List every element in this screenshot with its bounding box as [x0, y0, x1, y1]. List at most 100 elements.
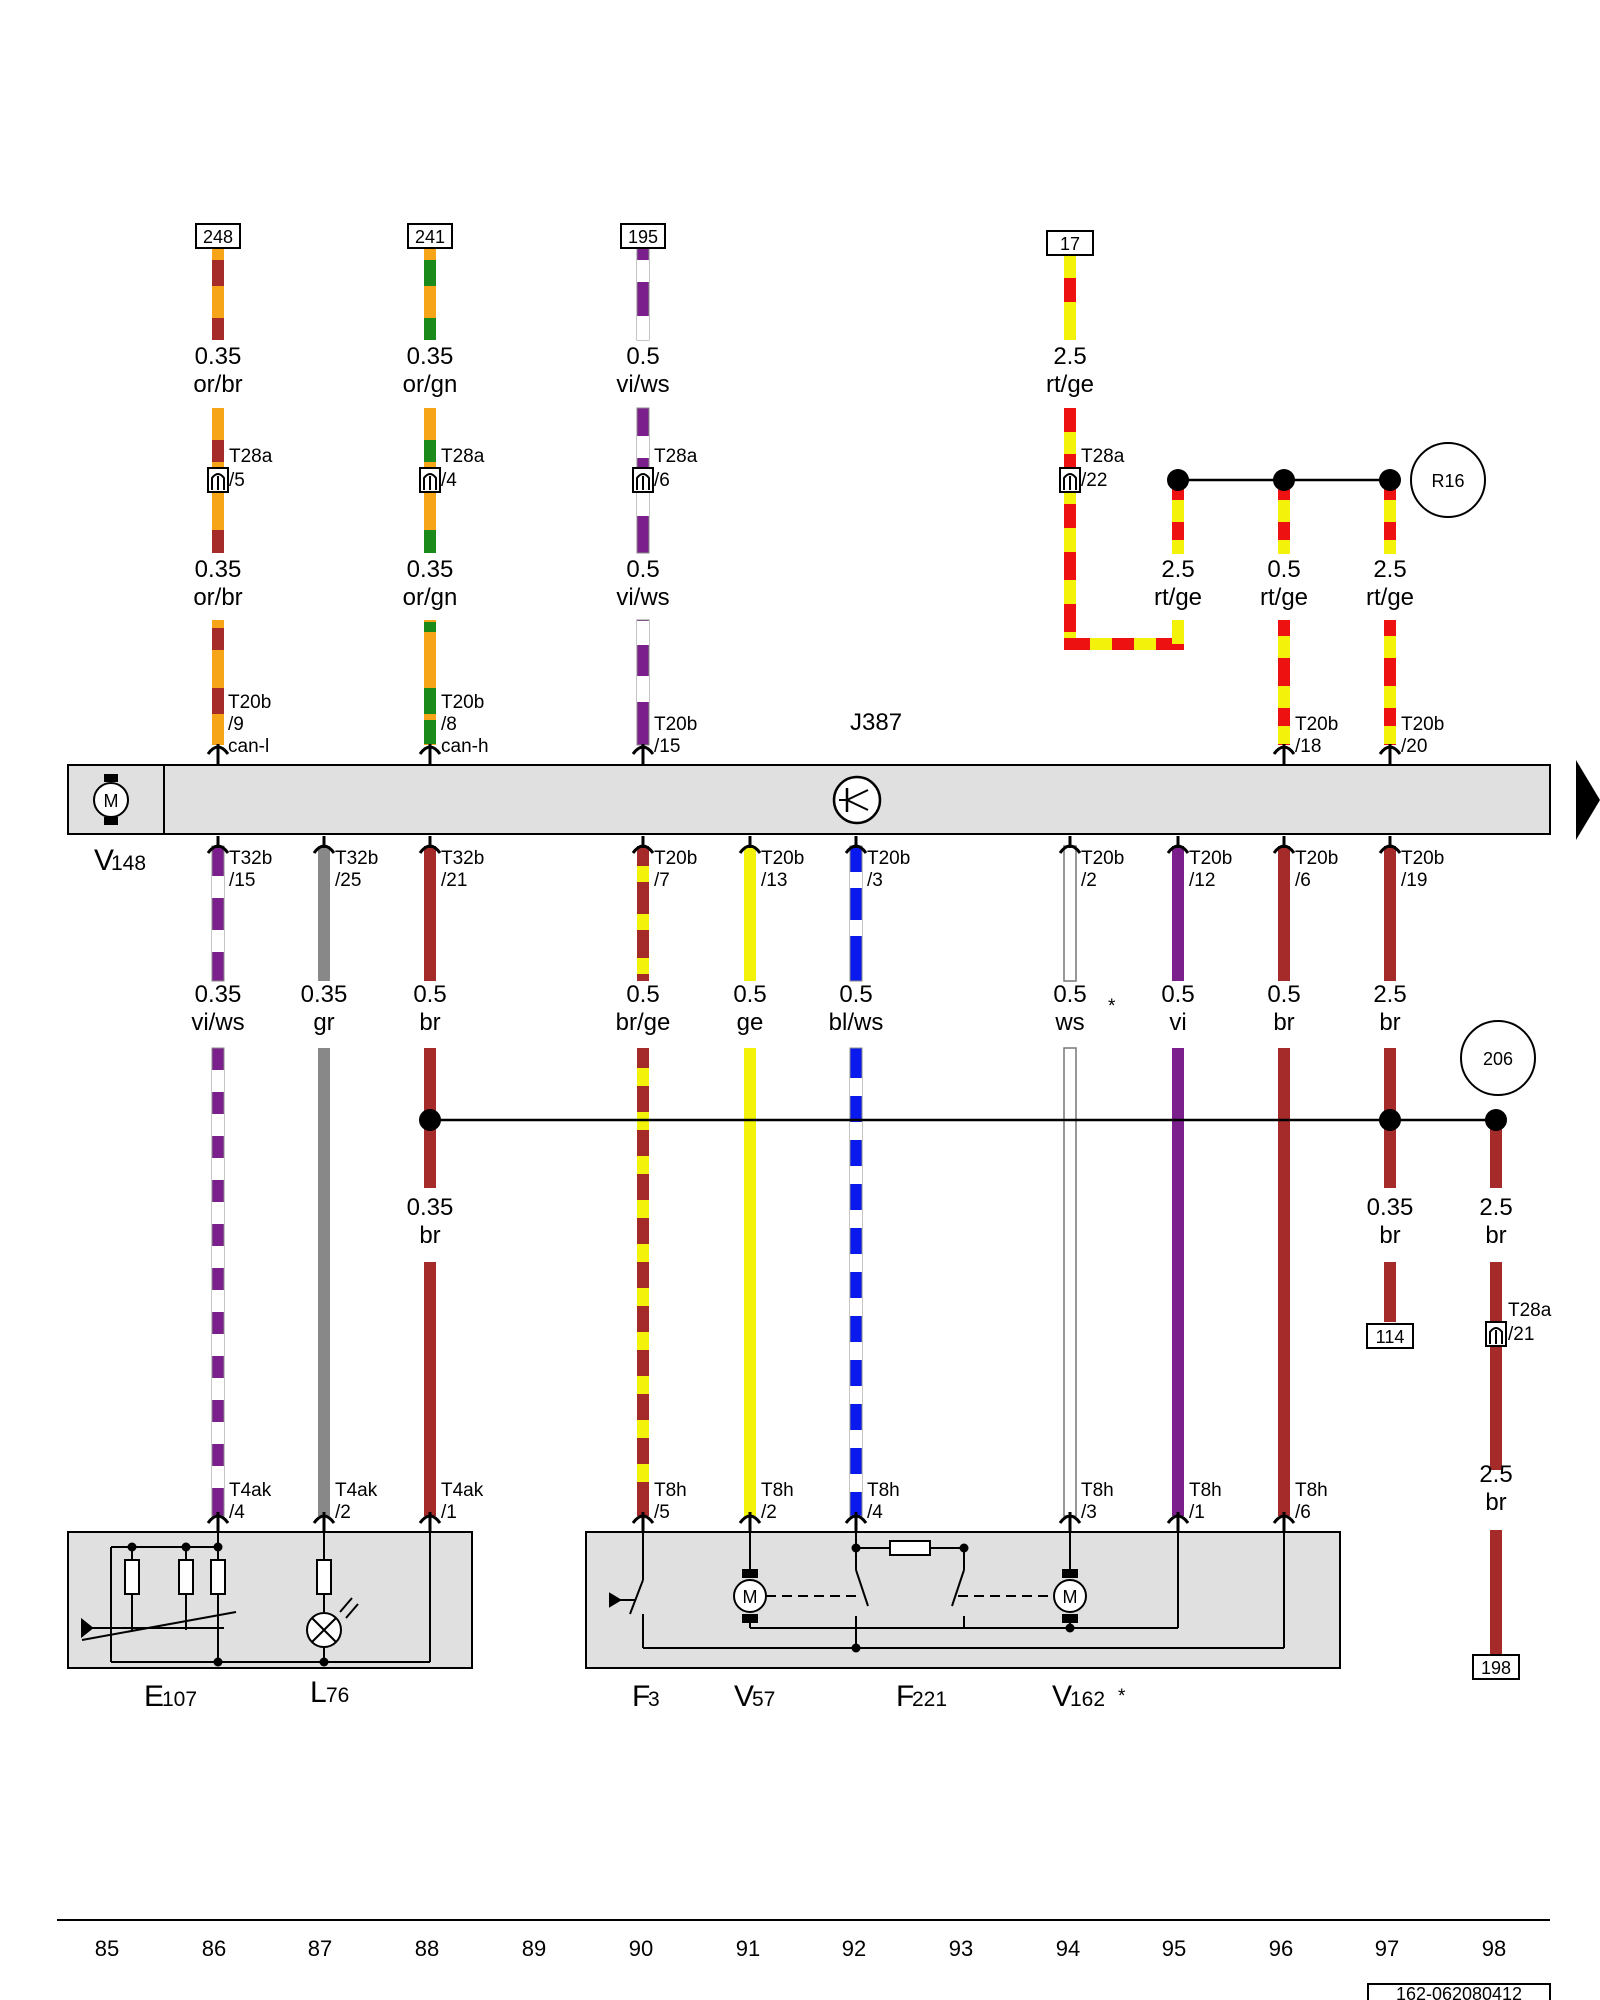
svg-text:0.5: 0.5 [1267, 981, 1300, 1008]
svg-text:0.5: 0.5 [626, 343, 659, 370]
svg-text:br/ge: br/ge [616, 1009, 671, 1036]
svg-text:/6: /6 [1295, 870, 1311, 891]
svg-text:86: 86 [202, 1936, 226, 1961]
svg-text:rt/ge: rt/ge [1154, 584, 1202, 611]
svg-text:3: 3 [648, 1688, 660, 1711]
svg-text:/13: /13 [761, 870, 787, 891]
junction-dot [959, 1543, 969, 1553]
wire-c91-lower [744, 846, 756, 1516]
ref-box-17: 17 [1046, 230, 1094, 256]
svg-text:0.35: 0.35 [195, 556, 242, 583]
wire-c94-lower [1063, 845, 1077, 1517]
svg-text:T8h: T8h [1081, 1480, 1114, 1501]
svg-text:T32b: T32b [335, 848, 378, 869]
wire-r16-branch-2 [1278, 480, 1290, 745]
junction-dot [1379, 1109, 1401, 1131]
svg-text:T28a: T28a [229, 446, 273, 467]
top-pin-connectors: T20b /9 can-l T20b /8 can-h T20b /15 T20… [206, 692, 1444, 764]
svg-text:0.35: 0.35 [407, 343, 454, 370]
svg-text:/21: /21 [1508, 1324, 1534, 1345]
svg-text:0.5: 0.5 [1053, 981, 1086, 1008]
svg-text:T20b: T20b [1189, 848, 1232, 869]
svg-text:0.5: 0.5 [626, 981, 659, 1008]
svg-text:/15: /15 [229, 870, 255, 891]
svg-text:/8: /8 [441, 714, 457, 735]
svg-text:*: * [1118, 1686, 1126, 1707]
svg-text:can-h: can-h [441, 736, 489, 757]
v162-motor-m: M [1063, 1587, 1078, 1607]
svg-text:T20b: T20b [1401, 714, 1444, 735]
junction-dot [419, 1109, 441, 1131]
svg-text:/20: /20 [1401, 736, 1427, 757]
svg-text:94: 94 [1056, 1936, 1080, 1961]
continue-right-arrow-icon [1576, 760, 1600, 840]
svg-text:bl/ws: bl/ws [829, 1009, 884, 1036]
svg-text:T20b: T20b [761, 848, 804, 869]
svg-text:T4ak: T4ak [335, 1480, 378, 1501]
svg-text:T8h: T8h [1189, 1480, 1222, 1501]
ref-circle-206 [1460, 1020, 1536, 1096]
junction-dot [181, 1542, 191, 1552]
svg-text:or/gn: or/gn [403, 584, 458, 611]
column-numbers: 85 86 87 88 89 90 91 92 93 94 95 96 97 9… [95, 1936, 1506, 1961]
svg-text:/15: /15 [654, 736, 680, 757]
wire-c90-lower [637, 846, 649, 1516]
svg-text:/1: /1 [1189, 1502, 1205, 1523]
svg-text:/1: /1 [441, 1502, 457, 1523]
svg-text:0.5: 0.5 [626, 556, 659, 583]
svg-text:T20b: T20b [867, 848, 910, 869]
svg-text:T8h: T8h [761, 1480, 794, 1501]
svg-text:/4: /4 [229, 1502, 245, 1523]
v162-label: V 162 * [1052, 1680, 1126, 1713]
svg-text:T20b: T20b [441, 692, 484, 713]
svg-text:T8h: T8h [654, 1480, 687, 1501]
svg-text:57: 57 [752, 1688, 775, 1711]
svg-text:2.5: 2.5 [1373, 981, 1406, 1008]
svg-text:93: 93 [949, 1936, 973, 1961]
svg-text:2.5: 2.5 [1373, 556, 1406, 583]
svg-text:98: 98 [1482, 1936, 1506, 1961]
junction-dot [213, 1657, 223, 1667]
svg-text:/25: /25 [335, 870, 361, 891]
svg-text:162-062080412: 162-062080412 [1396, 1984, 1522, 2000]
svg-text:br: br [1485, 1222, 1506, 1249]
wire-c97-lower [1384, 846, 1396, 1322]
svg-text:89: 89 [522, 1936, 546, 1961]
wire-c87-lower [318, 846, 330, 1516]
wire-c95-lower [1172, 846, 1184, 1516]
svg-text:0.5: 0.5 [733, 981, 766, 1008]
svg-text:148: 148 [111, 852, 146, 875]
svg-text:/5: /5 [229, 470, 245, 491]
upper-wire-labels: 0.35 or/br 0.35 or/br 0.35 or/gn 0.35 or… [193, 343, 1414, 611]
wire-r16-branch-3 [1384, 480, 1396, 745]
svg-text:T20b: T20b [1295, 714, 1338, 735]
svg-text:vi: vi [1169, 1009, 1186, 1036]
ref-box-114: 114 [1366, 1323, 1414, 1349]
svg-text:0.35: 0.35 [195, 981, 242, 1008]
svg-text:/4: /4 [441, 470, 457, 491]
svg-text:0.35: 0.35 [407, 1194, 454, 1221]
svg-text:/12: /12 [1189, 870, 1215, 891]
svg-text:85: 85 [95, 1936, 119, 1961]
v57-label: V 57 [734, 1680, 775, 1713]
svg-text:ws: ws [1054, 1009, 1084, 1036]
svg-text:0.5: 0.5 [413, 981, 446, 1008]
svg-text:T28a: T28a [1508, 1300, 1552, 1321]
svg-text:97: 97 [1375, 1936, 1399, 1961]
wire-c88-lower [424, 846, 436, 1516]
document-id-box: 162-062080412 [1367, 1983, 1551, 2000]
svg-text:88: 88 [415, 1936, 439, 1961]
f3-switch-icon [609, 1532, 1284, 1649]
svg-text:T20b: T20b [1401, 848, 1444, 869]
svg-text:/2: /2 [1081, 870, 1097, 891]
ref-box-248: 248 [195, 223, 241, 249]
svg-text:V: V [734, 1680, 754, 1713]
svg-text:T32b: T32b [229, 848, 272, 869]
svg-text:can-l: can-l [228, 736, 269, 757]
v57-motor-m: M [743, 1587, 758, 1607]
svg-text:T4ak: T4ak [441, 1480, 484, 1501]
svg-text:L: L [310, 1676, 327, 1709]
svg-text:br: br [419, 1009, 440, 1036]
svg-text:162: 162 [1070, 1688, 1105, 1711]
